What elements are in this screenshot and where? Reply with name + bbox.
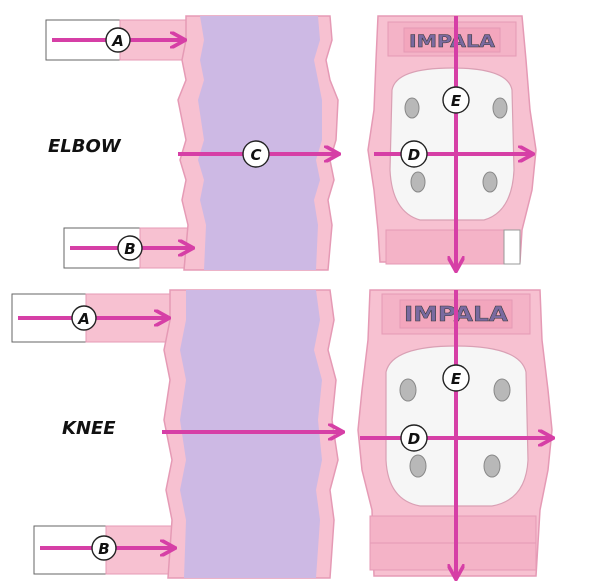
knee-marker-b: B	[91, 535, 117, 561]
svg-text:D: D	[408, 146, 420, 164]
svg-text:C: C	[250, 146, 261, 164]
elbow-brand-logo: IMPALA	[409, 32, 496, 52]
svg-text:E: E	[451, 370, 462, 388]
elbow-marker-e: E	[442, 86, 470, 114]
svg-text:A: A	[77, 310, 90, 328]
elbow-marker-d: D	[400, 140, 428, 168]
knee-section: IMPALA KNEE A B	[11, 289, 552, 578]
elbow-marker-c: C	[242, 140, 270, 168]
knee-marker-a: A	[71, 305, 97, 331]
elbow-marker-a: A	[105, 27, 131, 53]
svg-text:E: E	[451, 92, 462, 110]
elbow-section-label: ELBOW	[48, 136, 122, 157]
svg-text:D: D	[408, 430, 420, 448]
elbow-pad: IMPALA	[367, 15, 537, 265]
elbow-pad-vent-holes	[404, 97, 508, 193]
elbow-marker-b: B	[117, 235, 143, 261]
svg-text:B: B	[124, 240, 135, 258]
svg-text:B: B	[98, 540, 109, 558]
knee-marker-d: D	[400, 424, 428, 452]
knee-pad-vent-holes	[399, 378, 511, 478]
elbow-section: IMPALA ELBOW A B	[45, 15, 537, 270]
svg-text:A: A	[111, 32, 124, 50]
knee-marker-e: E	[442, 364, 470, 392]
knee-section-label: KNEE	[62, 418, 116, 439]
